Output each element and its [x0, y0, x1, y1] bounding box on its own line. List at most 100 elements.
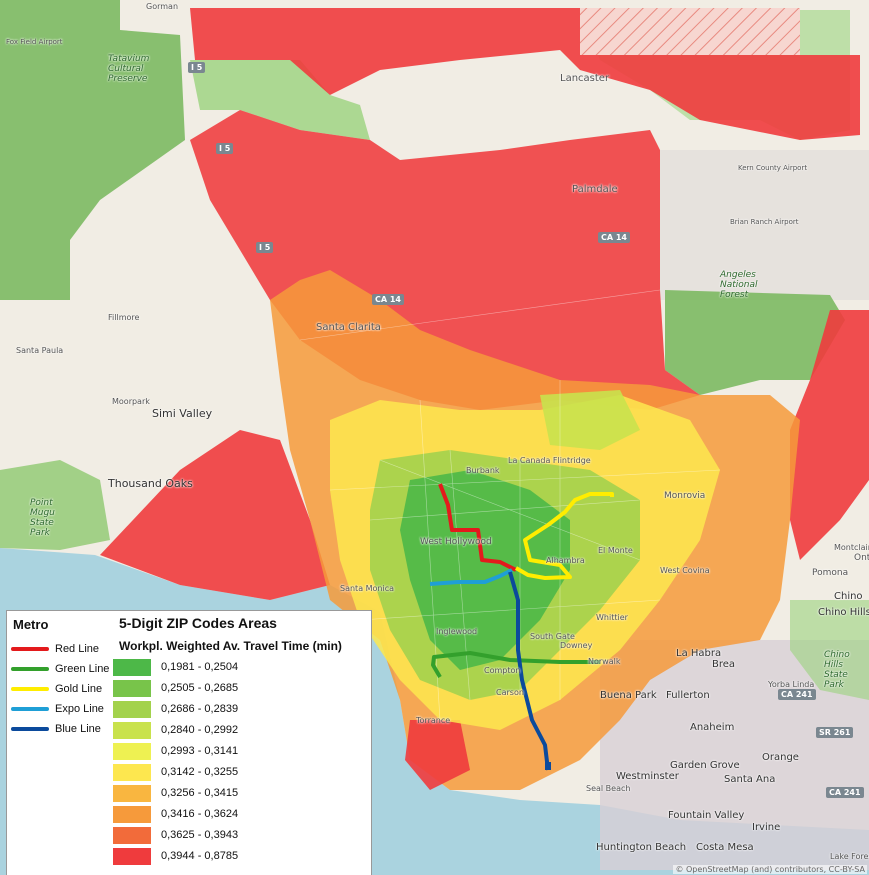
class-swatch	[113, 826, 151, 844]
place-label: Downey	[560, 641, 593, 650]
map-attribution[interactable]: © OpenStreetMap (and) contributors, CC-B…	[673, 865, 867, 874]
place-label: Santa Monica	[340, 584, 395, 593]
zip-zone	[405, 720, 470, 790]
class-label: 0,2993 - 0,3141	[161, 745, 239, 757]
class-legend-item: 0,2993 - 0,3141	[113, 741, 238, 761]
zip-zone	[790, 310, 869, 560]
place-label: Westminster	[616, 771, 679, 782]
highway-shield: CA 14	[598, 232, 630, 243]
map-legend: Metro Red Line Green Line Gold Line Expo…	[6, 610, 372, 875]
place-label: Inglewood	[436, 627, 478, 636]
zip-legend-subtitle: Workpl. Weighted Av. Travel Time (min)	[119, 639, 342, 653]
metro-gold-line	[514, 492, 614, 580]
class-swatch	[113, 847, 151, 865]
class-legend-item: 0,3944 - 0,8785	[113, 846, 238, 866]
place-label: Huntington Beach	[596, 842, 687, 853]
highway-shield: CA 14	[372, 294, 404, 305]
class-label: 0,1981 - 0,2504	[161, 661, 239, 673]
place-label: Garden Grove	[670, 760, 740, 771]
metro-blue-line-terminal	[545, 762, 551, 770]
place-label: Compton	[484, 666, 521, 675]
class-swatch	[113, 721, 151, 739]
metro-legend-label: Expo Line	[55, 703, 104, 715]
class-legend-item: 0,2686 - 0,2839	[113, 699, 238, 719]
place-label: Burbank	[466, 466, 500, 475]
place-label: Montclair	[834, 543, 869, 552]
class-swatch	[113, 700, 151, 718]
place-label: Torrance	[416, 716, 451, 725]
place-label: Santa Clarita	[316, 322, 381, 333]
class-label: 0,3416 - 0,3624	[161, 808, 239, 820]
place-label: Fountain Valley	[668, 810, 745, 821]
class-swatch	[113, 763, 151, 781]
class-legend-item: 0,2840 - 0,2992	[113, 720, 238, 740]
class-legend-item: 0,1981 - 0,2504	[113, 657, 238, 677]
class-label: 0,2686 - 0,2839	[161, 703, 239, 715]
highway-shield: I 5	[216, 143, 234, 154]
place-label: El Monte	[598, 546, 633, 555]
class-label: 0,2840 - 0,2992	[161, 724, 239, 736]
place-label: Moorpark	[112, 397, 150, 406]
airport-label: Kern County Airport	[738, 164, 808, 172]
place-label: Lancaster	[560, 73, 610, 84]
highway-shield: SR 261	[816, 727, 854, 738]
class-swatch	[113, 658, 151, 676]
place-label: Irvine	[752, 822, 781, 833]
metro-blue-line	[508, 571, 550, 771]
forest-area	[0, 460, 110, 550]
airport-label: Brian Ranch Airport	[730, 218, 799, 226]
place-label: Anaheim	[690, 722, 735, 733]
place-label: Fillmore	[108, 313, 140, 322]
metro-red-line	[438, 483, 517, 572]
metro-legend-label: Green Line	[55, 663, 110, 675]
place-label: Yorba Linda	[768, 680, 815, 689]
class-label: 0,3625 - 0,3943	[161, 829, 239, 841]
zip-zone	[190, 8, 860, 140]
class-legend-item: 0,3416 - 0,3624	[113, 804, 238, 824]
class-label: 0,2505 - 0,2685	[161, 682, 239, 694]
place-label: Seal Beach	[586, 784, 631, 793]
park-label: Angeles National Forest	[720, 270, 758, 300]
expo-line-swatch	[11, 707, 49, 711]
place-label: West Hollywood	[420, 537, 492, 547]
metro-legend-item: Gold Line	[11, 681, 102, 697]
place-label: Chino Hills	[818, 607, 869, 618]
metro-legend-item: Expo Line	[11, 701, 104, 717]
metro-green-line	[431, 651, 600, 679]
place-label: Santa Ana	[724, 774, 776, 785]
place-label: Brea	[712, 659, 736, 670]
metro-legend-label: Gold Line	[55, 683, 103, 695]
place-label: Simi Valley	[152, 407, 213, 420]
metro-legend-item: Red Line	[11, 641, 99, 657]
green-line-swatch	[11, 667, 49, 671]
place-label: Chino	[834, 591, 863, 602]
zip-zone	[540, 390, 640, 450]
class-label: 0,3142 - 0,3255	[161, 766, 239, 778]
forest-area	[790, 600, 869, 700]
place-label: West Covina	[660, 566, 710, 575]
place-label: Buena Park	[600, 690, 657, 701]
place-label: Monrovia	[664, 491, 706, 501]
class-swatch	[113, 679, 151, 697]
place-label: La Habra	[676, 648, 722, 659]
urban-area	[660, 150, 869, 300]
class-legend-item: 0,3142 - 0,3255	[113, 762, 238, 782]
place-label: Orange	[762, 752, 799, 763]
park-label: Tatavium Cultural Preserve	[108, 54, 150, 84]
place-label: Gorman	[146, 2, 179, 11]
metro-legend-item: Blue Line	[11, 721, 101, 737]
class-legend-item: 0,2505 - 0,2685	[113, 678, 238, 698]
highway-shield: CA 241	[778, 689, 816, 700]
place-label: Pomona	[812, 568, 849, 578]
place-label: South Gate	[530, 632, 575, 641]
place-label: Thousand Oaks	[108, 477, 193, 490]
red-line-swatch	[11, 647, 49, 651]
place-label: Ontario	[854, 553, 869, 563]
hatched-area	[580, 8, 800, 55]
airport-label: Fox Field Airport	[6, 38, 63, 46]
metro-legend-label: Blue Line	[55, 723, 101, 735]
metro-legend-item: Green Line	[11, 661, 109, 677]
highway-shield: CA 241	[826, 787, 864, 798]
